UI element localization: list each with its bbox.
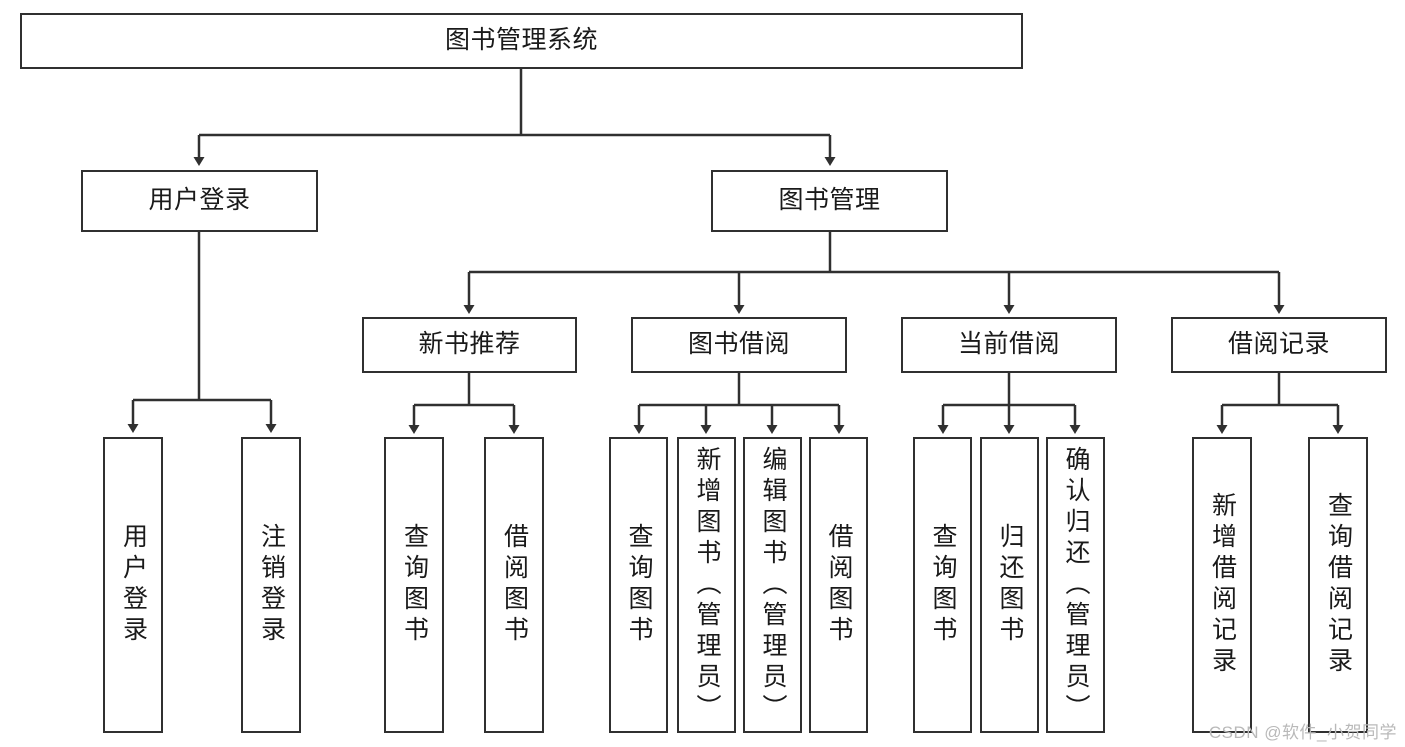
node-label: 借阅记录 <box>1227 330 1330 359</box>
node-new-book-recommend[interactable]: 新书推荐 <box>362 317 577 373</box>
node-user-login[interactable]: 用户登录 <box>81 170 318 232</box>
node-label: 用户登录 <box>148 186 251 215</box>
leaf-current-borrow-confirm-return-admin[interactable]: 确认归还（管理员） <box>1046 437 1105 733</box>
node-label: 编辑图书（管理员） <box>759 445 787 725</box>
node-label: 借阅图书 <box>825 523 853 647</box>
node-label: 新增借阅记录 <box>1208 492 1237 678</box>
node-borrow-record[interactable]: 借阅记录 <box>1171 317 1387 373</box>
leaf-borrow-record-add-record[interactable]: 新增借阅记录 <box>1192 437 1252 733</box>
node-label: 查询图书 <box>625 523 653 647</box>
node-label: 借阅图书 <box>500 523 529 647</box>
node-label: 图书管理系统 <box>444 26 598 55</box>
node-label: 新书推荐 <box>418 330 521 359</box>
node-book-management[interactable]: 图书管理 <box>711 170 948 232</box>
node-label: 用户登录 <box>119 523 148 647</box>
leaf-new-book-query-book[interactable]: 查询图书 <box>384 437 444 733</box>
leaf-book-borrow-query-book[interactable]: 查询图书 <box>609 437 668 733</box>
node-label: 注销登录 <box>257 523 286 647</box>
node-label: 当前借阅 <box>957 330 1060 359</box>
node-label: 归还图书 <box>996 523 1024 647</box>
leaf-book-borrow-add-book-admin[interactable]: 新增图书（管理员） <box>677 437 736 733</box>
leaf-user-login-logout[interactable]: 注销登录 <box>241 437 301 733</box>
leaf-user-login-login[interactable]: 用户登录 <box>103 437 163 733</box>
leaf-current-borrow-query-book[interactable]: 查询图书 <box>913 437 972 733</box>
node-label: 新增图书（管理员） <box>693 445 721 725</box>
node-label: 确认归还（管理员） <box>1062 445 1090 725</box>
node-label: 查询借阅记录 <box>1324 492 1353 678</box>
leaf-new-book-borrow-book[interactable]: 借阅图书 <box>484 437 544 733</box>
node-current-borrow[interactable]: 当前借阅 <box>901 317 1117 373</box>
node-book-borrow[interactable]: 图书借阅 <box>631 317 847 373</box>
leaf-book-borrow-edit-book-admin[interactable]: 编辑图书（管理员） <box>743 437 802 733</box>
node-label: 图书管理 <box>778 186 881 215</box>
node-label: 查询图书 <box>400 523 429 647</box>
node-label: 查询图书 <box>929 523 957 647</box>
leaf-book-borrow-borrow-book[interactable]: 借阅图书 <box>809 437 868 733</box>
node-root-book-management-system[interactable]: 图书管理系统 <box>20 13 1023 69</box>
leaf-current-borrow-return-book[interactable]: 归还图书 <box>980 437 1039 733</box>
leaf-borrow-record-query-record[interactable]: 查询借阅记录 <box>1308 437 1368 733</box>
watermark-text: CSDN @软件_小贺同学 <box>1208 723 1397 742</box>
node-label: 图书借阅 <box>687 330 790 359</box>
